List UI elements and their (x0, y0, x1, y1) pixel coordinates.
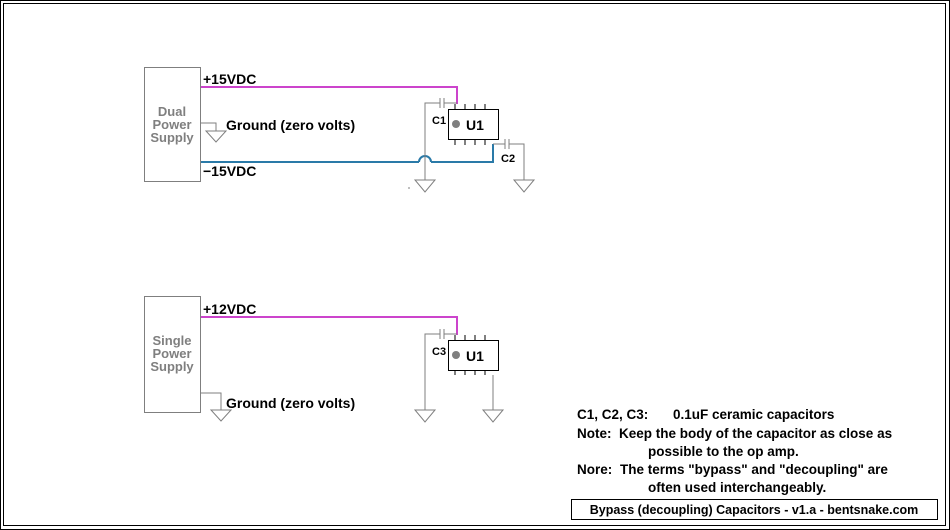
single-supply-circuit: Single Power Supply +12VDC Ground (zero … (144, 296, 505, 423)
dual-psu-label-line3: Supply (150, 130, 194, 145)
caps-spec-label: C1, C2, C3: (577, 407, 648, 422)
caps-spec-value: 0.1uF ceramic capacitors (673, 407, 834, 422)
dual-psu-ground-wire (201, 122, 217, 131)
single-ground-label: Ground (zero volts) (226, 395, 355, 411)
c2-label: C2 (501, 153, 515, 165)
c2-ground-wire (509, 143, 525, 180)
dual-u1-chip: U1 (448, 104, 499, 145)
dual-positive-rail-label: +15VDC (203, 71, 256, 87)
c3-ground-wire (424, 333, 440, 410)
title-block: Bypass (decoupling) Capacitors - v1.a - … (571, 499, 938, 520)
dual-psu-label-line2: Power (152, 117, 191, 132)
note1-prefix: Note: (577, 426, 612, 441)
single-positive-rail-label: +12VDC (203, 301, 256, 317)
single-psu-ground-icon (209, 409, 233, 422)
note1-line1: Keep the body of the capacitor as close … (619, 426, 892, 441)
single-u1-pin1-dot (452, 351, 460, 359)
single-psu-label-line3: Supply (150, 359, 194, 374)
dual-ground-label: Ground (zero volts) (226, 117, 355, 133)
single-positive-rail-wire (201, 316, 458, 335)
c2-ground-icon (512, 179, 536, 193)
c3-label: C3 (432, 346, 446, 358)
dual-supply-circuit: Dual Power Supply +15VDC Ground (zero vo… (144, 67, 536, 193)
single-psu-ground-wire (201, 392, 222, 410)
dual-negative-rail-label: −15VDC (203, 163, 256, 179)
c3-ground-icon (413, 409, 437, 423)
c1-ground-icon (413, 179, 437, 193)
inner-frame (3, 3, 946, 526)
note1-line2: possible to the op amp. (648, 444, 799, 459)
single-psu-label-line2: Power (152, 346, 191, 361)
c1-label: C1 (432, 115, 446, 127)
dual-power-supply-box (144, 67, 201, 182)
single-u1-label: U1 (466, 348, 484, 364)
dual-u1-pin1-dot (452, 120, 460, 128)
notes-block: C1, C2, C3: 0.1uF ceramic capacitors Not… (577, 407, 892, 495)
dual-positive-rail-wire (201, 86, 458, 104)
dual-psu-ground-icon (204, 130, 228, 143)
dual-u1-label: U1 (466, 117, 484, 133)
single-u1-chip: U1 (448, 335, 499, 375)
title-block-frame (571, 499, 938, 520)
title-block-text: Bypass (decoupling) Capacitors - v1.a - … (590, 503, 919, 517)
single-u1-ground-icon (481, 409, 505, 423)
single-power-supply-box (144, 296, 201, 413)
dual-psu-label-line1: Dual (158, 104, 186, 119)
c1-ground-wire (424, 102, 440, 180)
note2-line2: often used interchangeably. (648, 480, 826, 495)
note2-line1: The terms "bypass" and "decoupling" are (620, 462, 888, 477)
dual-negative-rail-wire-2 (431, 144, 494, 163)
note2-prefix: Nore: (577, 462, 612, 477)
single-psu-label-line1: Single (152, 333, 191, 348)
